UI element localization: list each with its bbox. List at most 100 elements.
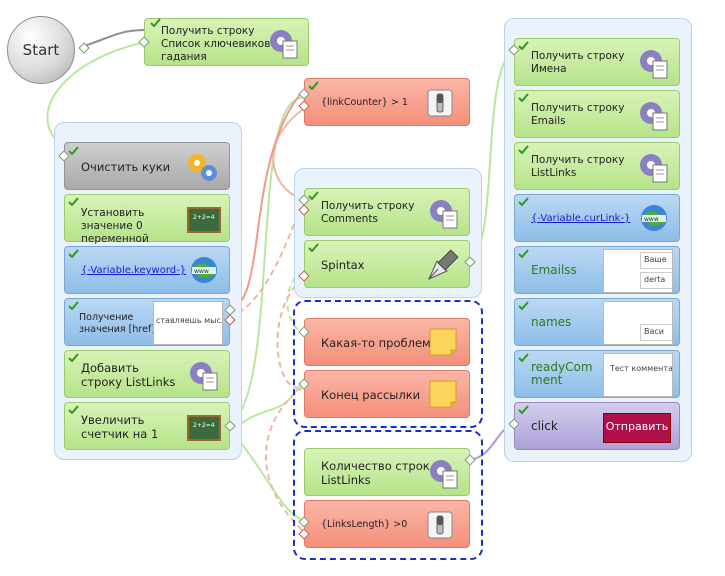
node-get-keywords[interactable]: Получить строку Список ключевиков гадани… [144, 18, 309, 66]
node-links-length-cond[interactable]: {LinksLength} >0 [304, 500, 470, 548]
svg-text:www: www [644, 216, 659, 223]
toggle-switch-icon [427, 511, 453, 539]
node-get-listlinks[interactable]: Получить строку ListLinks [514, 142, 680, 190]
check-mark-icon [68, 353, 79, 362]
node-get-href-preview-text: ставляешь мысли [156, 316, 222, 325]
gear-document-icon [640, 154, 668, 183]
node-var-keyword-label: {-Variable.keyword-} [81, 265, 187, 276]
edge-spintax-to-problem [286, 269, 303, 335]
node-emailss-preview: Ваше derta [603, 249, 673, 293]
node-inc-counter[interactable]: Увеличить счетчик на 1 2+2=4 [64, 402, 230, 450]
node-names[interactable]: names Васи [514, 298, 680, 346]
node-spintax-label: Spintax [321, 258, 365, 272]
svg-text:2+2=4: 2+2=4 [193, 422, 215, 429]
gear-document-icon [640, 102, 668, 131]
check-mark-icon [518, 93, 529, 102]
node-set-var-zero-label: Установить значение 0 переменной [81, 207, 149, 245]
node-click[interactable]: click Отправить [514, 402, 680, 450]
node-get-keywords-label: Получить строку Список ключевиков гадани… [161, 25, 271, 63]
check-mark-icon [518, 145, 529, 154]
node-var-curlink-label: {-Variable.curLink-} [531, 213, 631, 224]
node-ready-comment-label: readyComment [531, 360, 593, 387]
pen-nib-icon [428, 249, 459, 280]
check-mark-icon [68, 405, 79, 414]
node-click-label: click [531, 419, 558, 433]
node-names-preview-text: Васи [640, 324, 672, 341]
sticky-note-icon [429, 380, 457, 408]
gear-document-icon [640, 50, 668, 79]
node-get-href-label: Получение значения [href] [79, 312, 155, 335]
check-mark-icon [68, 146, 79, 155]
node-clear-cookies[interactable]: Очистить куки [64, 142, 230, 190]
node-var-keyword[interactable]: {-Variable.keyword-} www [64, 246, 230, 294]
gear-document-icon [430, 460, 458, 489]
node-count-listlinks-label: Количество строк ListLinks [321, 459, 430, 487]
check-mark-icon [308, 243, 319, 252]
check-mark-icon [518, 405, 529, 414]
node-get-listlinks-label: Получить строку ListLinks [531, 154, 625, 179]
chalkboard-icon: 2+2=4 [187, 207, 221, 233]
node-ready-comment-preview: Тест коммента [603, 353, 673, 397]
node-clear-cookies-label: Очистить куки [81, 160, 171, 174]
node-problem-label: Какая-то проблема [321, 336, 438, 350]
check-mark-icon [518, 301, 529, 310]
node-get-names-label: Получить строку Имена [531, 50, 625, 75]
dashed-group-errors [293, 300, 483, 428]
node-problem[interactable]: Какая-то проблема [304, 318, 470, 366]
gear-document-icon [430, 200, 458, 229]
check-mark-icon [518, 41, 529, 50]
node-link-counter-cond[interactable]: {linkCounter} > 1 [304, 78, 470, 126]
node-get-comments[interactable]: Получить строку Comments [304, 188, 470, 236]
node-spintax[interactable]: Spintax [304, 240, 470, 288]
edge-linkslength-fail [264, 387, 303, 531]
node-get-comments-label: Получить строку Comments [321, 200, 415, 225]
node-names-label: names [531, 315, 572, 329]
check-mark-icon [68, 197, 79, 206]
node-link-counter-cond-label: {linkCounter} > 1 [321, 97, 408, 108]
node-count-listlinks[interactable]: Количество строк ListLinks [304, 448, 470, 496]
node-emailss-label: Emailss [531, 263, 577, 277]
check-mark-icon [518, 249, 529, 258]
check-mark-icon [308, 81, 319, 90]
node-get-names[interactable]: Получить строку Имена [514, 38, 680, 86]
gear-document-icon [270, 30, 298, 59]
node-get-href-preview: ставляешь мысли [153, 301, 223, 345]
check-mark-icon [308, 191, 319, 200]
node-ready-comment[interactable]: readyComment Тест коммента [514, 350, 680, 398]
node-get-href[interactable]: Получение значения [href] ставляешь мысл… [64, 298, 230, 346]
node-links-length-cond-label: {LinksLength} >0 [321, 519, 408, 530]
node-emailss[interactable]: Emailss Ваше derta [514, 246, 680, 294]
check-mark-icon [68, 301, 79, 310]
node-get-emails-label: Получить строку Emails [531, 102, 625, 127]
dashed-group-loop [293, 430, 483, 560]
node-click-button-preview: Отправить [603, 413, 671, 443]
node-ready-comment-preview-text: Тест коммента [610, 364, 673, 373]
start-label: Start [22, 41, 60, 59]
edge-start-to-get-keywords [83, 29, 147, 47]
sticky-note-icon [429, 328, 457, 356]
edge-inc-to-linkcounter [231, 97, 303, 425]
check-mark-icon [518, 353, 529, 362]
node-end-mailing-label: Конец рассылки [321, 388, 421, 402]
check-mark-icon [518, 197, 529, 206]
toggle-switch-icon [427, 89, 453, 117]
svg-text:www: www [194, 268, 209, 275]
edge-inc-to-end [231, 381, 303, 431]
node-add-listlinks-label: Добавить строку ListLinks [81, 361, 176, 389]
node-emailss-preview-line2: derta [640, 272, 672, 289]
node-get-emails[interactable]: Получить строку Emails [514, 90, 680, 138]
gear-cogs-icon [188, 154, 217, 181]
node-names-preview: Васи [603, 301, 673, 345]
node-var-curlink[interactable]: {-Variable.curLink-} www [514, 194, 680, 242]
node-add-listlinks[interactable]: Добавить строку ListLinks [64, 350, 230, 398]
gear-document-icon [190, 362, 218, 391]
node-end-mailing[interactable]: Конец рассылки [304, 370, 470, 418]
svg-text:2+2=4: 2+2=4 [193, 214, 215, 221]
check-mark-icon [68, 249, 79, 258]
www-globe-icon: www [641, 205, 667, 231]
node-emailss-preview-line1: Ваше [640, 252, 672, 269]
www-globe-icon: www [191, 257, 217, 283]
chalkboard-icon: 2+2=4 [187, 415, 221, 441]
start-node[interactable]: Start [7, 16, 75, 84]
node-set-var-zero[interactable]: Установить значение 0 переменной 2+2=4 [64, 194, 230, 245]
